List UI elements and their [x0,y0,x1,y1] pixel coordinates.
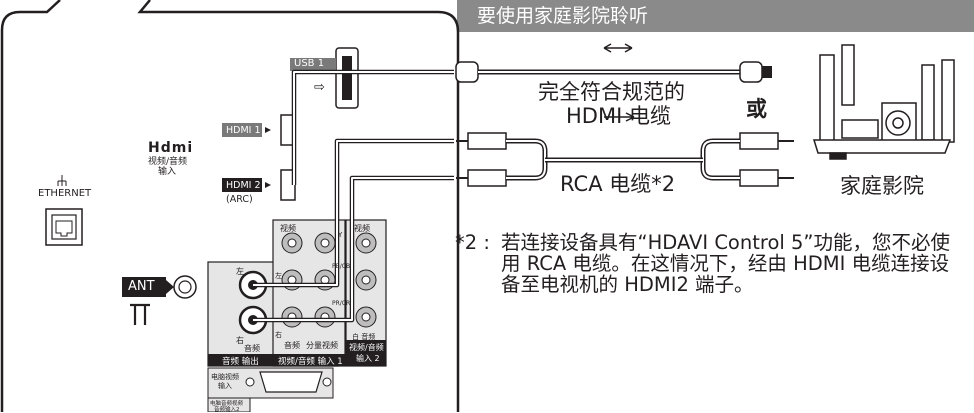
antenna-icon [130,303,150,325]
pc-audio-label-2: 音频输入2 [214,407,240,413]
pr-label: PR/CR [332,300,351,307]
left-small-label: 左 [275,272,282,280]
tv-rear-panel [0,0,460,412]
section-header: 要使用家庭影院聆听 [457,0,974,32]
hdmi2-tag [222,178,262,192]
video1-label: 视频 [280,224,296,233]
footnote-mark: *2 : [455,231,490,254]
audio-out-left-label: 左 [236,267,244,276]
component-label: 分量视频 [306,341,338,350]
audio-mid-label: 音频 [284,341,300,350]
pc-audio-label-1: 电脑音频视频 [210,401,244,407]
audio-out-section-label: 音频 输出 [222,357,259,367]
hdmi2-label: HDMI 2 [226,180,261,191]
rca-cable-label: RCA 电缆*2 [560,172,676,196]
arc-label: (ARC) [226,194,253,205]
usb-label: USB 1 [294,58,325,69]
av-in2-label-1: 视频/音频 [349,343,384,352]
y-label: Y [338,231,343,239]
hdmi-cable [455,61,772,83]
audio-out-audio-label: 音频 [244,344,260,353]
white-audio-label: 白 音频 [352,333,376,341]
audio-out-right-label: 右 [236,336,244,345]
usb-tag [290,58,336,71]
hdmi-cable-label-line1: 完全符合规范的 [538,80,685,104]
hdmi1-tag [222,123,262,137]
usb-icon: ⇨ [314,80,325,95]
home-theater-label: 家庭影院 [840,174,924,198]
hdmi-group-label-2: 输入 [158,167,177,177]
pc-label-1: 电脑视频 [211,373,239,381]
video2-label: 视频 [354,224,370,233]
vga-port [259,371,323,393]
rca-cable [456,132,794,187]
home-theater-icon [812,44,955,160]
pc-label-2: 输入 [218,382,232,390]
footnote: *2 : 若连接设备具有“HDAVI Control 5”功能，您不必使用 RC… [455,232,967,295]
right-arrow-icon [604,112,635,122]
bidirectional-arrow-icon [603,43,633,53]
ethernet-label: ETHERNET [38,188,92,199]
network-icon [57,175,67,186]
or-label: 或 [746,97,767,121]
hdmi1-label: HDMI 1 [226,125,261,136]
av-in1-label: 视频/音频 输入 1 [278,357,343,367]
hdmi-cable-label-line2: HDMI 电缆 [566,104,671,128]
ant-tag [122,277,166,297]
hdmi-logo: Hdmi [148,140,194,156]
ant-label: ANT [128,279,155,294]
hdmi-group-label-1: 视频/音频 [148,157,188,167]
right-small-label: 右 [275,331,282,339]
footnote-text: 若连接设备具有“HDAVI Control 5”功能，您不必使用 RCA 电缆。… [501,231,951,296]
av-in2-label-2: 输入 2 [356,354,380,363]
pb-label: PB/CB [332,263,351,270]
